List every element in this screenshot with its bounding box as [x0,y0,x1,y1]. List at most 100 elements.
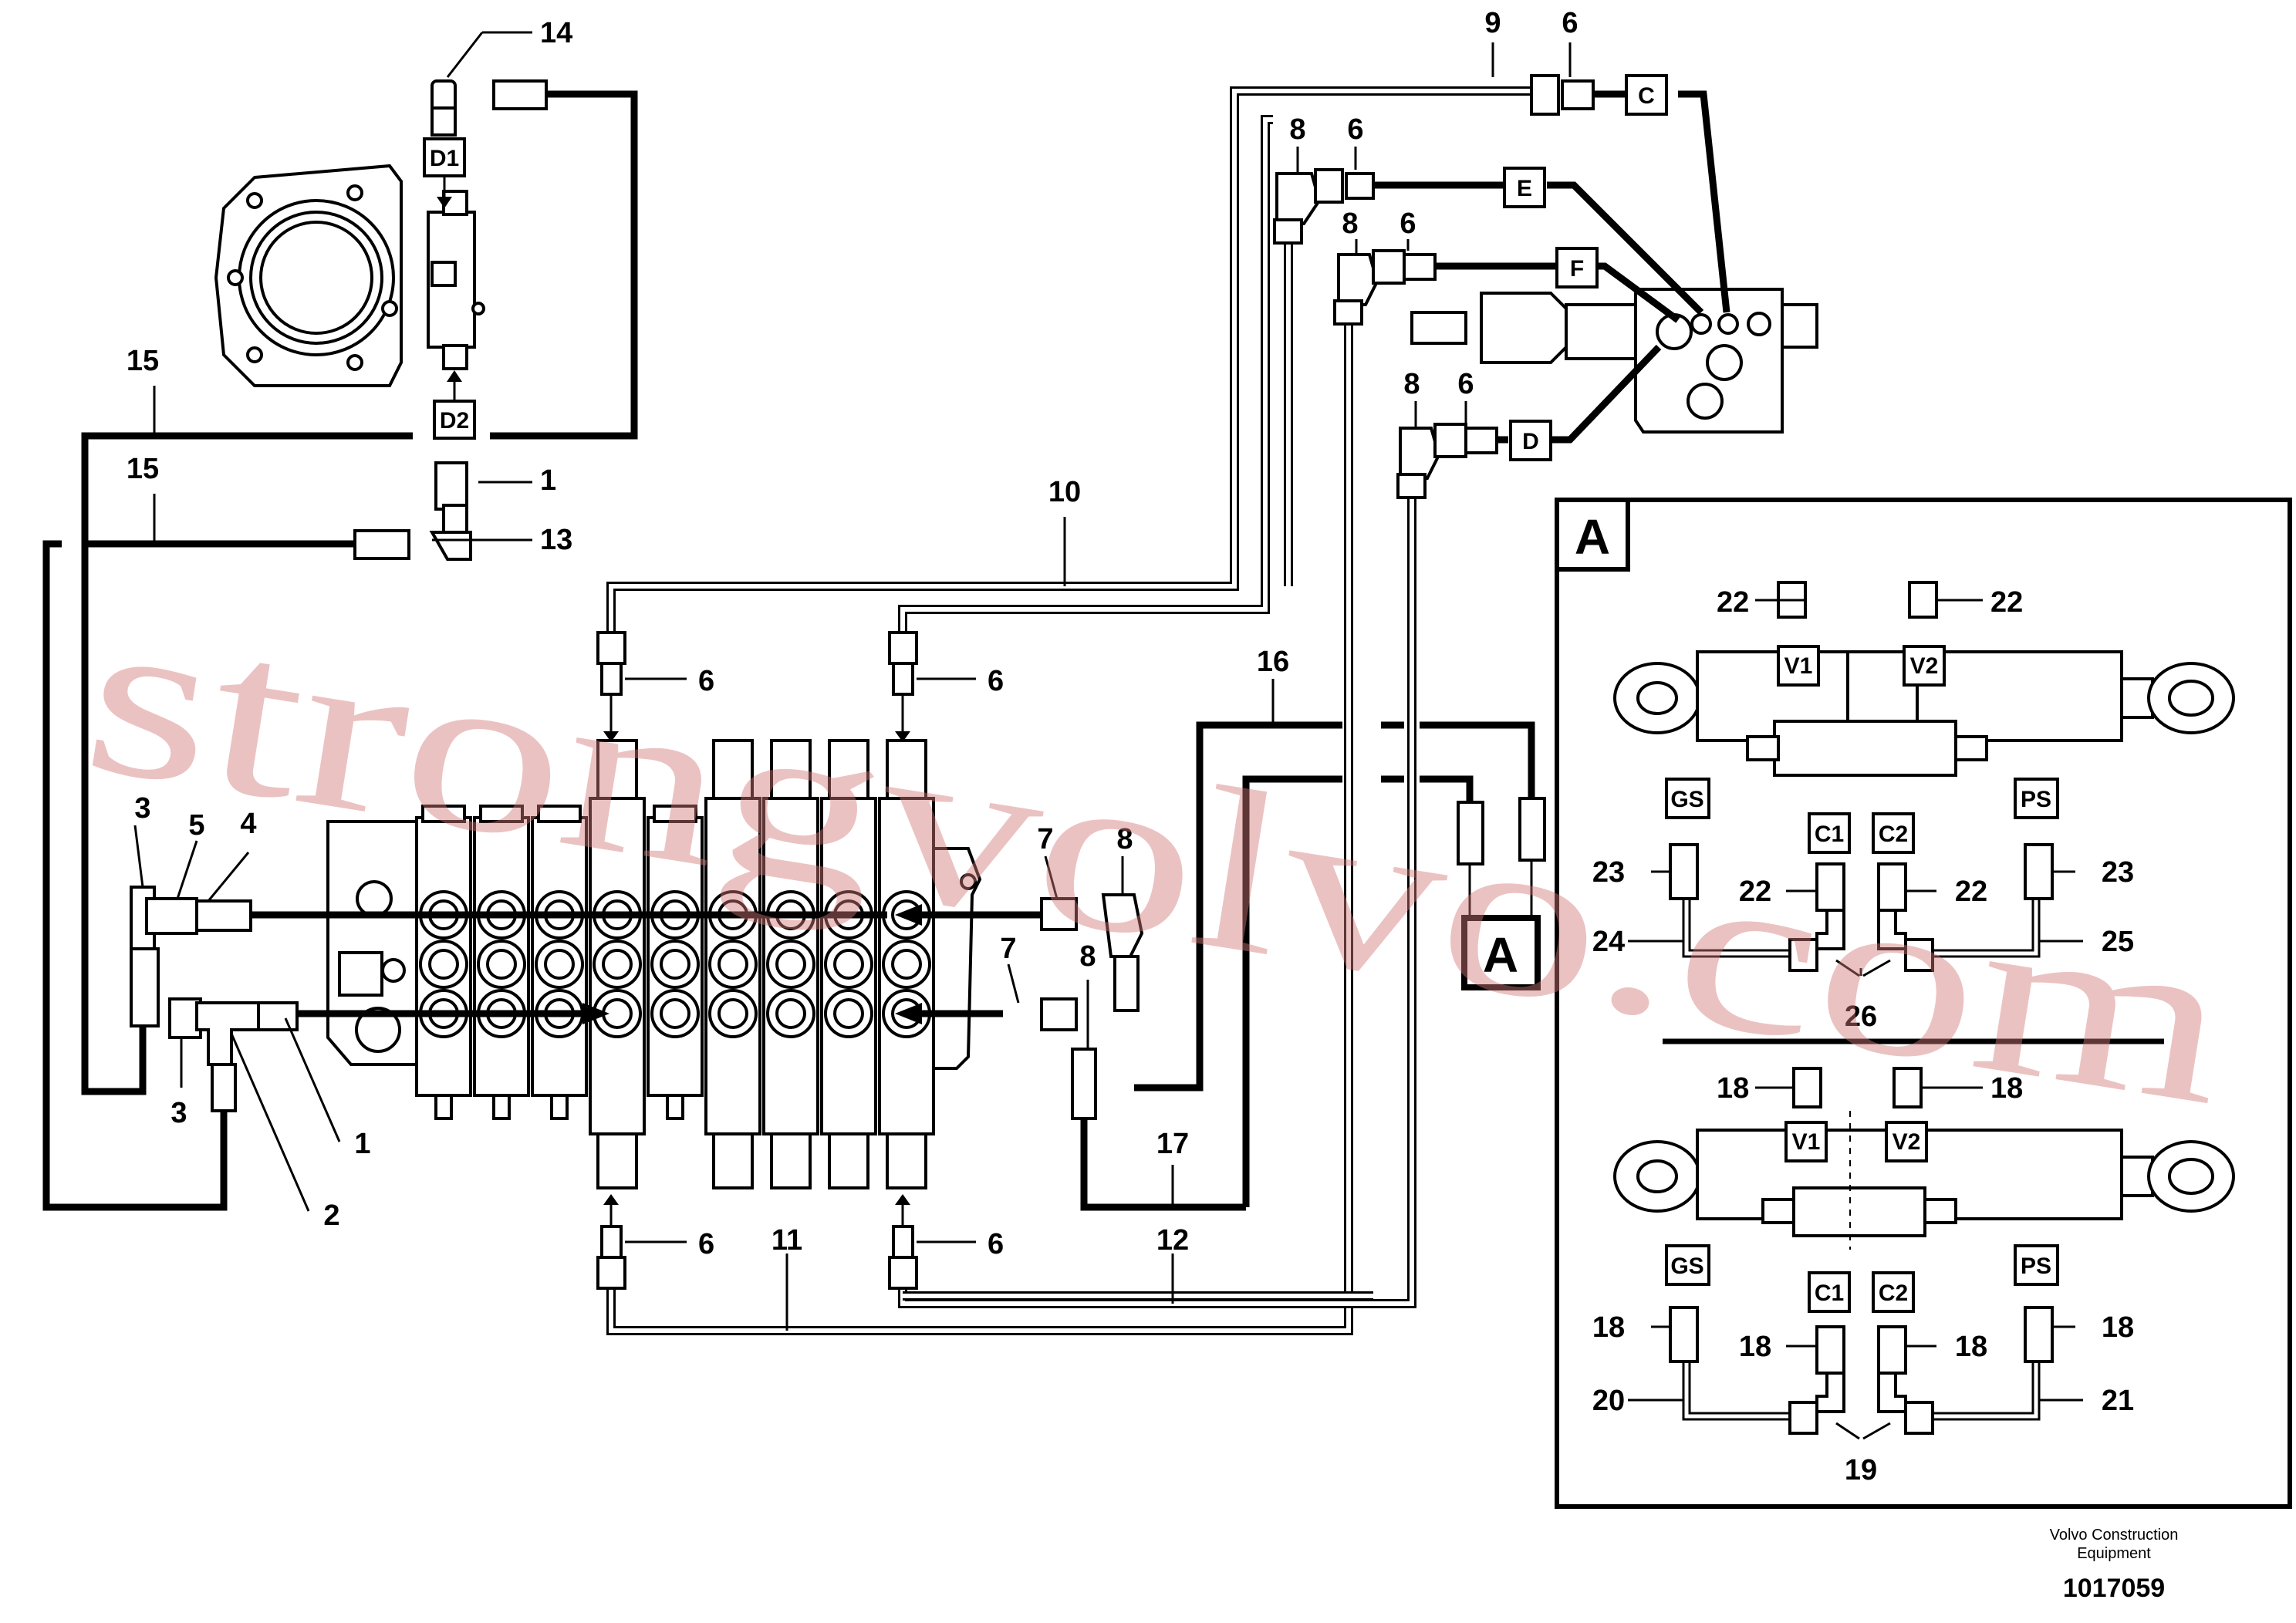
valve-port [428,949,459,980]
detail-top-ports: V1 V2 GS PS C1 C2 [1665,645,2059,854]
callout-4: 4 [240,808,256,840]
detail-top-gs: GS [1670,787,1703,812]
callout-8-c: 8 [1403,368,1420,400]
detail-top-ps: PS [2021,787,2051,812]
port-d: D [1509,420,1552,461]
valve-section-drain [434,1094,453,1120]
valve-section-top-cap [596,739,638,800]
detail-top-callouts: 22 22 23 23 22 22 24 25 26 [1592,586,2134,1033]
detail-bottom-v1: V1 [1792,1129,1821,1155]
valve-section-drain [492,1094,511,1120]
valve-port [718,949,748,980]
callout-13: 13 [540,524,572,556]
valve-section-top-cap [770,739,812,800]
callout-14: 14 [540,17,572,49]
detail-22-c: 22 [1739,876,1771,908]
valve-section-drain [666,1094,684,1120]
detail-26: 26 [1845,1000,1877,1033]
detail-top-v2: V2 [1910,653,1939,679]
port-d1-label: D1 [430,146,459,171]
valve-port [718,998,748,1029]
valve-section-top-cap [421,805,466,823]
lines-16-17: A [1080,721,1546,1211]
callout-6-f: 6 [988,665,1004,697]
right-fittings [1040,893,1144,1120]
valve-section-bottom-cap [886,1132,927,1189]
detail-bottom-v2: V2 [1893,1129,1921,1155]
callout-3-lower: 3 [171,1097,187,1129]
callout-6-c: 6 [1400,208,1416,240]
port-f-label: F [1570,256,1584,282]
callout-9: 9 [1484,7,1501,39]
detail-a: A [1555,498,2292,1509]
lines-11-12 [606,305,1416,1335]
port-f: F [1555,247,1599,288]
valve-port [486,949,517,980]
detail-25: 25 [2102,926,2134,958]
callout-6-h: 6 [988,1228,1004,1260]
control-valve [326,820,418,1066]
callout-1-upper: 1 [540,464,556,497]
callout-6-e: 6 [698,665,714,697]
valve-port [833,949,864,980]
valve-port-lines [197,904,1072,1024]
valve-section-bottom-cap [712,1132,754,1189]
detail-18-e: 18 [1739,1331,1771,1363]
port-d2: D2 [433,370,476,440]
valve-port [660,998,690,1029]
cylinder-top [1613,650,2235,777]
callout-6-b: 6 [1347,113,1363,146]
valve-section-drain [550,1094,569,1120]
detail-bottom-ports: V1 V2 GS PS C1 C2 [1665,1121,2059,1313]
callout-16: 16 [1257,646,1289,678]
port-d2-label: D2 [440,408,469,434]
valve-port [660,949,690,980]
detail-bottom-piping [1628,1067,2083,1440]
callout-5: 5 [188,809,204,842]
valve-port [602,949,633,980]
detail-24: 24 [1592,926,1625,958]
valve-fittings-6 [596,631,918,1290]
detail-23-a: 23 [1592,856,1625,889]
valve-port [891,949,922,980]
port-c-label: C [1638,83,1655,109]
valve-sections [415,739,935,1189]
port-e-label: E [1517,176,1532,201]
callout-1-lower: 1 [354,1128,370,1160]
detail-bottom-c1: C1 [1815,1281,1844,1306]
callout-11: 11 [772,1224,802,1257]
valve-section-top-cap [653,805,697,823]
valve-section-top-cap [828,739,869,800]
left-fittings [130,886,299,1112]
detail-20: 20 [1592,1385,1625,1417]
callout-6-d: 6 [1457,368,1474,400]
valve-section-bottom-cap [596,1132,638,1189]
detail-top-v1: V1 [1784,653,1813,679]
detail-23-b: 23 [2102,856,2134,889]
footer-company: Volvo Construction Equipment [2049,1527,2179,1562]
detail-bottom-callouts: 18 18 18 18 18 18 20 21 19 [1592,1072,2134,1486]
callout-15-lower: 15 [127,453,159,485]
callout-2: 2 [323,1200,339,1232]
detail-bottom-c2: C2 [1879,1281,1908,1306]
detail-18-c: 18 [1592,1311,1625,1344]
callout-6-g: 6 [698,1228,714,1260]
valve-port [833,998,864,1029]
detail-21: 21 [2102,1385,2134,1417]
detail-18-a: 18 [1717,1072,1749,1105]
reference-a-box [1461,915,1541,990]
valve-section-bottom-cap [770,1132,812,1189]
callout-8-e: 8 [1079,940,1096,973]
callout-6-top: 6 [1562,7,1578,39]
detail-a-label: A [1575,509,1610,565]
motor-pipes [42,79,638,1211]
callout-8-d: 8 [1116,823,1133,855]
swing-motor [214,164,485,387]
detail-top-c1: C1 [1815,822,1844,847]
detail-18-b: 18 [1990,1072,2023,1105]
detail-18-f: 18 [1955,1331,1987,1363]
detail-19: 19 [1845,1454,1877,1486]
detail-22-a: 22 [1717,586,1749,619]
detail-bottom-gs: GS [1670,1254,1703,1279]
